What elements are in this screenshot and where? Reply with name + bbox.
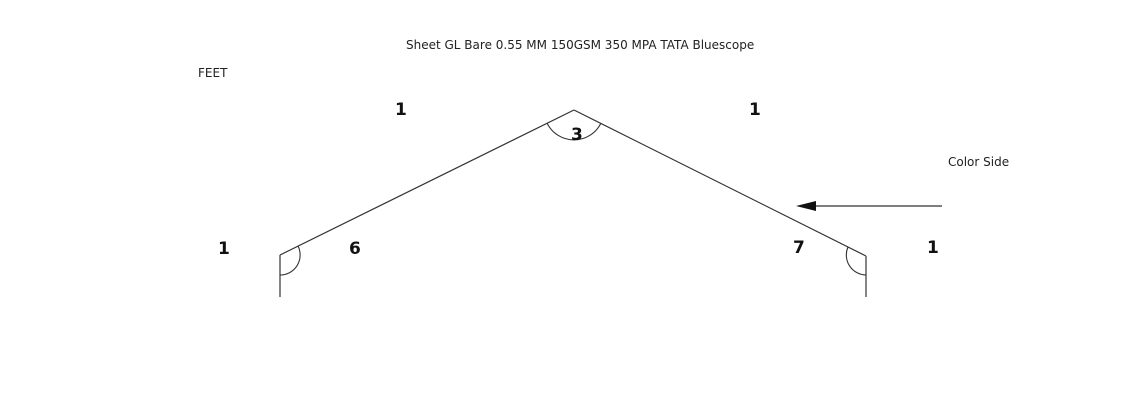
- apex-angle-label: 3: [571, 125, 583, 145]
- left-slope-line: [279, 109, 575, 256]
- apex-angle-arc: [546, 122, 602, 141]
- right-bend-angle-label: 7: [793, 238, 805, 258]
- right-leg-dimension: 1: [927, 238, 939, 258]
- right-slope-dimension: 1: [749, 100, 761, 120]
- left-leg-dimension: 1: [218, 239, 230, 259]
- right-slope-line: [573, 109, 867, 257]
- left-slope-dimension: 1: [395, 100, 407, 120]
- unit-label: FEET: [198, 66, 228, 80]
- left-bend-angle-arc: [279, 245, 301, 276]
- diagram-title: Sheet GL Bare 0.55 MM 150GSM 350 MPA TAT…: [406, 38, 755, 52]
- right-bend-angle-arc: [845, 246, 867, 276]
- color-side-arrow-head: [796, 201, 816, 211]
- left-bend-angle-label: 6: [349, 239, 361, 259]
- color-side-label: Color Side: [948, 155, 1010, 169]
